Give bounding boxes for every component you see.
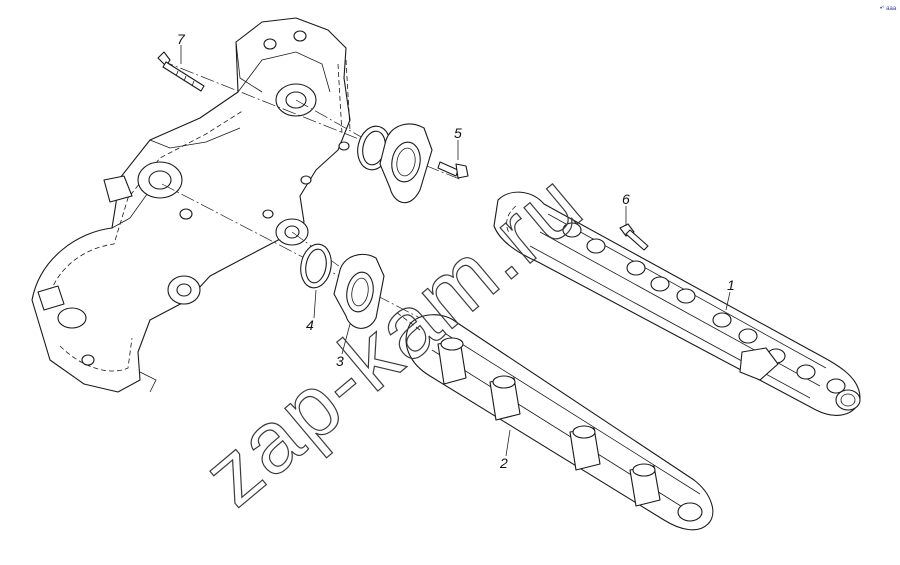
bolt-pos-6 bbox=[619, 223, 649, 251]
callout-4: 4 bbox=[306, 317, 314, 333]
exhaust-manifold-upper bbox=[493, 191, 861, 416]
long-bolt bbox=[157, 51, 205, 92]
leader-lines bbox=[180, 45, 731, 457]
gear-housing bbox=[31, 17, 351, 393]
callout-5: 5 bbox=[454, 125, 462, 141]
callout-6: 6 bbox=[622, 191, 630, 207]
callout-labels: 7 5 6 1 4 3 2 bbox=[177, 31, 735, 471]
callout-2: 2 bbox=[499, 455, 508, 471]
exhaust-manifold-lower bbox=[395, 311, 714, 531]
callout-3: 3 bbox=[336, 353, 344, 369]
corner-mark: •° ааа bbox=[880, 6, 897, 12]
flange-gasket bbox=[333, 253, 385, 329]
seal-ring bbox=[300, 243, 332, 289]
callout-1: 1 bbox=[727, 277, 735, 293]
callout-7: 7 bbox=[177, 31, 186, 47]
bolt-pos-5 bbox=[437, 161, 469, 179]
upper-flange bbox=[379, 123, 433, 204]
